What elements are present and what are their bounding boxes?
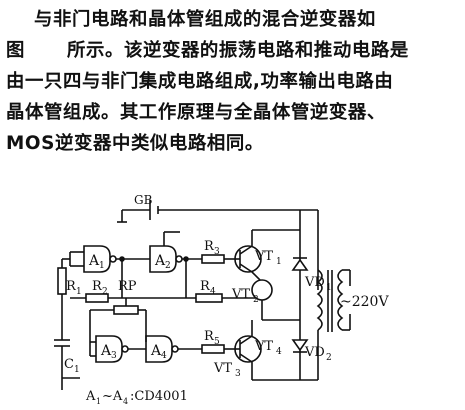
svg-text:5: 5 [214, 337, 220, 347]
diode-vd1: VD 1 [291, 257, 332, 293]
resistor-r4 [195, 293, 223, 303]
paragraph-line-2-end: 所示。该逆变器的振荡电路和推动电路是 [67, 40, 409, 61]
svg-text:RP: RP [118, 279, 137, 294]
paragraph-line-3: 由一只四与非门集成电路组成,功率输出电路由 [6, 71, 394, 92]
svg-text:VT: VT [231, 287, 250, 302]
svg-text:VD: VD [304, 345, 325, 360]
svg-text:VT: VT [254, 249, 273, 264]
svg-text:3: 3 [235, 369, 241, 379]
svg-text:4: 4 [123, 397, 128, 406]
svg-text:R: R [204, 239, 215, 254]
svg-text:1: 1 [99, 261, 105, 271]
paragraph-line-2-start: 图 [6, 40, 25, 61]
caption: A 1 ~A 4 :CD4001 [85, 389, 188, 406]
diode-vd2: VD 2 [291, 339, 332, 363]
paragraph-line-1: 与非门电路和晶体管组成的混合逆变器如 [34, 9, 376, 30]
resistor-r1 [57, 267, 67, 295]
svg-text:2: 2 [165, 261, 171, 271]
resistor-r5 [201, 344, 225, 354]
resistor-r3 [201, 254, 225, 264]
vt3-label: VT [213, 361, 232, 376]
svg-text:R: R [92, 279, 103, 294]
svg-text:1: 1 [74, 365, 80, 375]
svg-text:2: 2 [326, 353, 332, 363]
potentiometer-rp [113, 305, 139, 315]
output-voltage-label: ~220V [340, 294, 389, 310]
svg-text:1: 1 [326, 283, 332, 293]
svg-text:A: A [100, 343, 112, 359]
paragraph-line-5: MOS逆变器中类似电路相同。 [6, 133, 264, 154]
svg-text:4: 4 [210, 287, 216, 297]
svg-text:R: R [200, 279, 211, 294]
resistor-r2 [85, 293, 109, 303]
svg-text:A: A [88, 253, 100, 269]
svg-text:1: 1 [276, 257, 282, 267]
svg-text:2: 2 [102, 287, 108, 297]
svg-text:A: A [85, 389, 96, 404]
svg-text:4: 4 [276, 347, 282, 357]
svg-text:C: C [64, 357, 74, 372]
paragraph-line-2: 图 所示。该逆变器的振荡电路和推动电路是 [6, 35, 462, 66]
svg-text:R: R [204, 329, 215, 344]
battery-gb: GB [117, 193, 319, 290]
gate-a2: A 2 [149, 245, 183, 273]
paragraph-line-4: 晶体管组成。其工作原理与全晶体管逆变器、 [6, 102, 386, 123]
svg-text:3: 3 [111, 351, 117, 361]
svg-text:VD: VD [304, 275, 325, 290]
svg-text:R: R [66, 279, 77, 294]
gb-label: GB [134, 193, 153, 207]
transistor-vt1: VT 1 [234, 245, 282, 273]
svg-text:1: 1 [96, 397, 101, 406]
svg-text:VT: VT [254, 339, 273, 354]
svg-text:2: 2 [253, 295, 259, 305]
capacitor-c1: C 1 [54, 339, 80, 379]
svg-text:4: 4 [161, 351, 167, 361]
paragraph: 与非门电路和晶体管组成的混合逆变器如 图 所示。该逆变器的振荡电路和推动电路是 由… [6, 4, 462, 159]
gate-a4: A 4 [145, 335, 179, 363]
gate-a3: A 3 [95, 335, 129, 363]
gate-a1: A 1 [83, 245, 117, 273]
svg-text:~A: ~A [102, 389, 123, 404]
svg-text:3: 3 [214, 247, 220, 257]
transistor-vt4: VT 4 [234, 335, 282, 363]
svg-text:A: A [150, 343, 162, 359]
transformer [300, 269, 351, 381]
transistor-vt2: VT 2 [231, 279, 273, 305]
svg-text:A: A [154, 253, 166, 269]
svg-text::CD4001: :CD4001 [130, 389, 188, 404]
svg-text:1: 1 [76, 287, 82, 297]
